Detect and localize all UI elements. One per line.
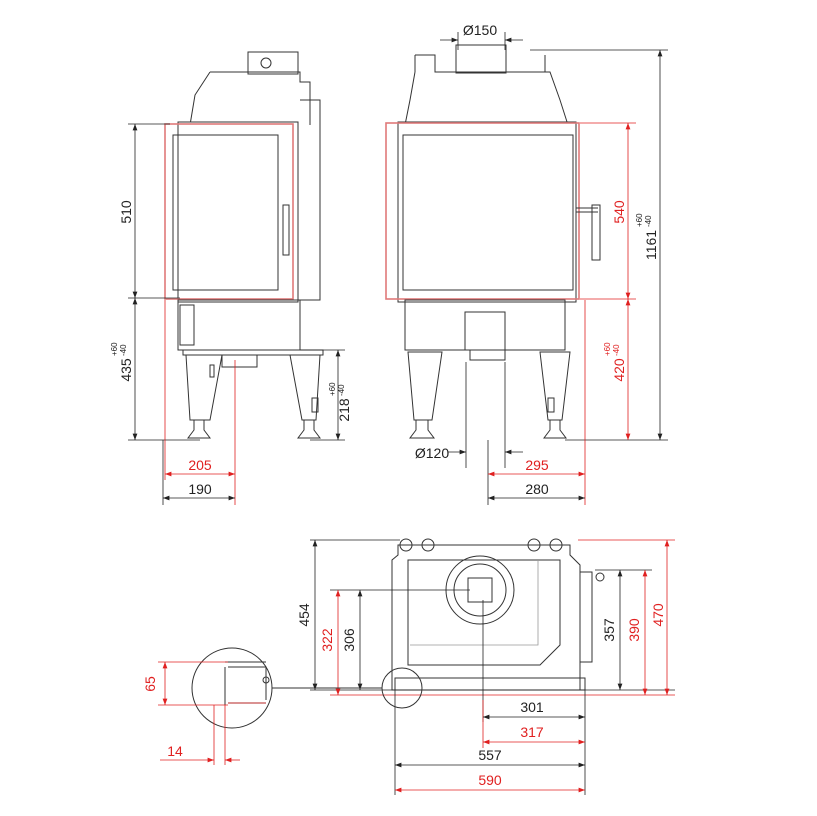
dim-510: 510 — [118, 200, 134, 224]
dim-flue-120: Ø120 — [415, 445, 449, 461]
dim-306: 306 — [341, 628, 357, 652]
dim-301: 301 — [520, 699, 544, 715]
dim-14: 14 — [167, 743, 183, 759]
dim-280: 280 — [525, 481, 549, 497]
side-view: 510 435 +60 -40 218 +60 -40 205 190 — [110, 51, 352, 505]
detail-view: 65 14 — [142, 647, 273, 765]
dim-470: 470 — [650, 603, 666, 627]
dim-357: 357 — [601, 618, 617, 642]
tol-minus: -40 — [119, 344, 128, 356]
tol-plus: +60 — [603, 342, 612, 356]
dim-218: 218 — [336, 398, 352, 422]
dim-295: 295 — [525, 457, 549, 473]
dim-557: 557 — [478, 747, 502, 763]
dim-435: 435 — [118, 358, 134, 382]
dim-390: 390 — [626, 618, 642, 642]
dim-454: 454 — [296, 603, 312, 627]
tol-minus: -40 — [644, 215, 653, 227]
dim-1161: 1161 — [643, 230, 659, 260]
dim-590: 590 — [478, 772, 502, 788]
dim-65: 65 — [142, 676, 158, 692]
front-view: Ø150 540 420 +60 -40 1161 +60 -40 Ø120 2… — [385, 22, 668, 505]
tol-minus: -40 — [612, 344, 621, 356]
dim-flue-150: Ø150 — [463, 22, 497, 38]
dim-190: 190 — [188, 481, 212, 497]
tol-plus: +60 — [328, 382, 337, 396]
top-view: 454 322 306 357 390 470 301 317 557 590 — [272, 538, 675, 795]
dim-540: 540 — [611, 200, 627, 224]
tol-plus: +60 — [635, 213, 644, 227]
dim-420: 420 — [611, 358, 627, 382]
dim-205: 205 — [188, 457, 212, 473]
tol-plus: +60 — [110, 342, 119, 356]
tol-minus: -40 — [337, 384, 346, 396]
dim-322: 322 — [319, 628, 335, 652]
dim-317: 317 — [520, 724, 544, 740]
